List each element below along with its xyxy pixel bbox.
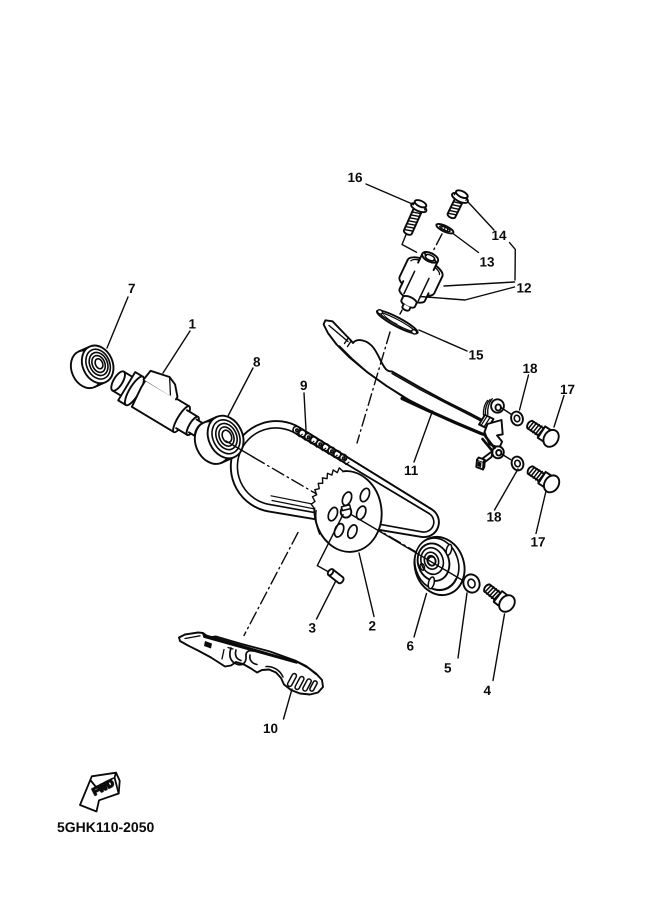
svg-text:17: 17: [531, 535, 546, 550]
svg-text:7: 7: [128, 281, 136, 296]
svg-text:16: 16: [348, 170, 364, 185]
svg-text:8: 8: [253, 355, 261, 370]
svg-text:14: 14: [492, 228, 508, 243]
svg-text:5GHK110-2050: 5GHK110-2050: [57, 819, 155, 835]
svg-text:5: 5: [444, 661, 452, 676]
svg-text:1: 1: [189, 317, 197, 332]
svg-text:4: 4: [484, 683, 492, 698]
svg-text:9: 9: [300, 378, 308, 393]
svg-text:18: 18: [523, 361, 539, 376]
svg-text:2: 2: [369, 619, 377, 634]
svg-text:3: 3: [309, 621, 317, 636]
svg-text:18: 18: [487, 510, 503, 525]
svg-text:6: 6: [407, 639, 415, 654]
svg-text:11: 11: [404, 463, 419, 478]
svg-text:17: 17: [560, 382, 575, 397]
svg-text:10: 10: [263, 721, 278, 736]
svg-text:15: 15: [469, 348, 485, 363]
svg-text:12: 12: [517, 281, 532, 296]
svg-text:13: 13: [480, 255, 496, 270]
